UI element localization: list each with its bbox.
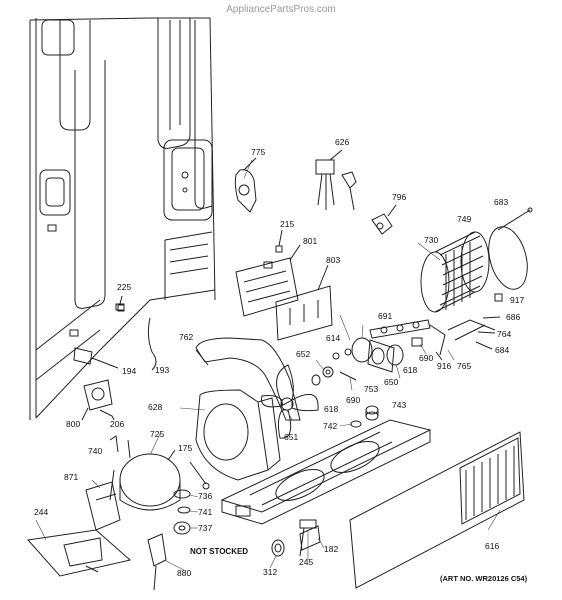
callout-764[interactable]: 764 xyxy=(497,329,512,339)
callout-175[interactable]: 175 xyxy=(178,443,193,453)
parts-193-194 xyxy=(74,318,156,370)
callout-765[interactable]: 765 xyxy=(457,361,472,371)
callout-740[interactable]: 740 xyxy=(88,446,103,456)
part-801-control-board xyxy=(236,230,300,316)
callout-651[interactable]: 651 xyxy=(284,432,299,442)
callout-916[interactable]: 916 xyxy=(437,361,452,371)
callout-737[interactable]: 737 xyxy=(198,523,213,533)
callout-686[interactable]: 686 xyxy=(506,312,521,322)
callout-193[interactable]: 193 xyxy=(155,365,170,375)
art-number: (ART NO. WR20126 C54) xyxy=(440,574,528,583)
parts-fan-motor xyxy=(312,338,403,385)
part-244-plate xyxy=(28,530,130,576)
callout-650[interactable]: 650 xyxy=(384,377,399,387)
callout-803[interactable]: 803 xyxy=(326,255,341,265)
part-683-749 xyxy=(482,208,533,294)
callout-800[interactable]: 800 xyxy=(66,419,81,429)
callout-683[interactable]: 683 xyxy=(494,197,509,207)
part-730-condenser xyxy=(421,232,489,312)
callout-626[interactable]: 626 xyxy=(335,137,350,147)
leader-lines xyxy=(36,160,500,570)
callout-730[interactable]: 730 xyxy=(424,235,439,245)
callout-614[interactable]: 614 xyxy=(326,333,341,343)
callout-618-a[interactable]: 618 xyxy=(403,365,418,375)
cabinet-back-panel xyxy=(30,18,215,420)
part-225-screw xyxy=(116,296,124,310)
watermark-text: AppliancePartsPros.com xyxy=(226,4,336,15)
parts-shroud-fan xyxy=(196,338,318,480)
callout-736[interactable]: 736 xyxy=(198,491,213,501)
callout-244[interactable]: 244 xyxy=(34,507,49,517)
callout-690-a[interactable]: 690 xyxy=(419,353,434,363)
callout-762[interactable]: 762 xyxy=(179,332,194,342)
callout-743[interactable]: 743 xyxy=(392,400,407,410)
parts-871-737 xyxy=(86,482,190,534)
callout-618-b[interactable]: 618 xyxy=(324,404,339,414)
parts-742-743 xyxy=(351,406,378,427)
part-800-relay xyxy=(82,380,114,420)
callout-652[interactable]: 652 xyxy=(296,349,311,359)
callout-796[interactable]: 796 xyxy=(392,192,407,202)
callout-215[interactable]: 215 xyxy=(280,219,295,229)
part-796-clip xyxy=(372,205,396,234)
callout-616[interactable]: 616 xyxy=(485,541,500,551)
callout-801[interactable]: 801 xyxy=(303,236,318,246)
callout-753[interactable]: 753 xyxy=(364,384,379,394)
callout-628[interactable]: 628 xyxy=(148,402,163,412)
callout-725[interactable]: 725 xyxy=(150,429,165,439)
part-616-access-cover xyxy=(350,432,524,588)
callout-871[interactable]: 871 xyxy=(64,472,79,482)
callout-684[interactable]: 684 xyxy=(495,345,510,355)
callout-691[interactable]: 691 xyxy=(378,311,393,321)
not-stocked-note: NOT STOCKED xyxy=(190,547,249,556)
callout-245[interactable]: 245 xyxy=(299,557,314,567)
callout-917[interactable]: 917 xyxy=(510,295,525,305)
part-803-cover xyxy=(276,265,332,340)
callout-225[interactable]: 225 xyxy=(117,282,132,292)
parts-691-765 xyxy=(370,294,502,360)
part-775-bracket xyxy=(235,158,256,212)
callout-742[interactable]: 742 xyxy=(323,421,338,431)
callout-749[interactable]: 749 xyxy=(457,214,472,224)
callout-206[interactable]: 206 xyxy=(110,419,125,429)
callout-690-b[interactable]: 690 xyxy=(346,395,361,405)
part-base-pan xyxy=(222,420,430,556)
callout-182[interactable]: 182 xyxy=(324,544,339,554)
part-725-compressor xyxy=(110,436,209,510)
part-626-harness xyxy=(316,150,356,210)
callout-312[interactable]: 312 xyxy=(263,567,278,577)
parts-880-312 xyxy=(148,526,320,590)
callout-880[interactable]: 880 xyxy=(177,568,192,578)
callout-741[interactable]: 741 xyxy=(198,507,213,517)
callout-775[interactable]: 775 xyxy=(251,147,266,157)
callout-194[interactable]: 194 xyxy=(122,366,137,376)
